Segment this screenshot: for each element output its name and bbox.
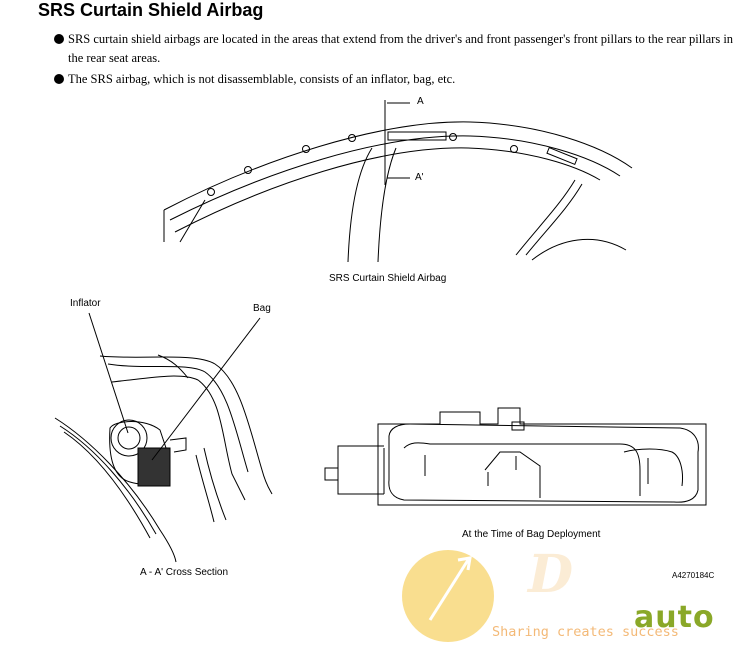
watermark-brand-auto: auto: [634, 600, 715, 635]
figure-code: A4270184C: [672, 571, 715, 580]
bullet-list: SRS curtain shield airbags are located i…: [54, 30, 734, 89]
bullet-text: The SRS airbag, which is not disassembla…: [68, 72, 456, 86]
figure-caption-airbag: SRS Curtain Shield Airbag: [329, 273, 447, 284]
label-bag: Bag: [253, 303, 271, 314]
figure-caption-deployment: At the Time of Bag Deployment: [462, 529, 601, 540]
bullet-dot-icon: [54, 34, 64, 44]
figure-caption-cross-section: A - A' Cross Section: [140, 567, 229, 578]
section-marker-a: A: [417, 96, 424, 107]
bullet-item: The SRS airbag, which is not disassembla…: [54, 70, 734, 89]
section-marker-a-prime: A': [415, 172, 424, 183]
watermark-logo-icon: [402, 550, 494, 642]
watermark-tagline: Sharing creates success: [492, 624, 679, 640]
label-inflator: Inflator: [70, 298, 101, 309]
bullet-dot-icon: [54, 74, 64, 84]
deployment-illustration: [324, 407, 707, 506]
bullet-text: SRS curtain shield airbags are located i…: [68, 32, 734, 65]
bullet-item: SRS curtain shield airbags are located i…: [54, 30, 734, 68]
page-title: SRS Curtain Shield Airbag: [38, 0, 264, 20]
cross-section-illustration: [54, 312, 273, 563]
roof-rail-illustration: [163, 100, 633, 263]
watermark-brand-d: D: [528, 544, 573, 605]
